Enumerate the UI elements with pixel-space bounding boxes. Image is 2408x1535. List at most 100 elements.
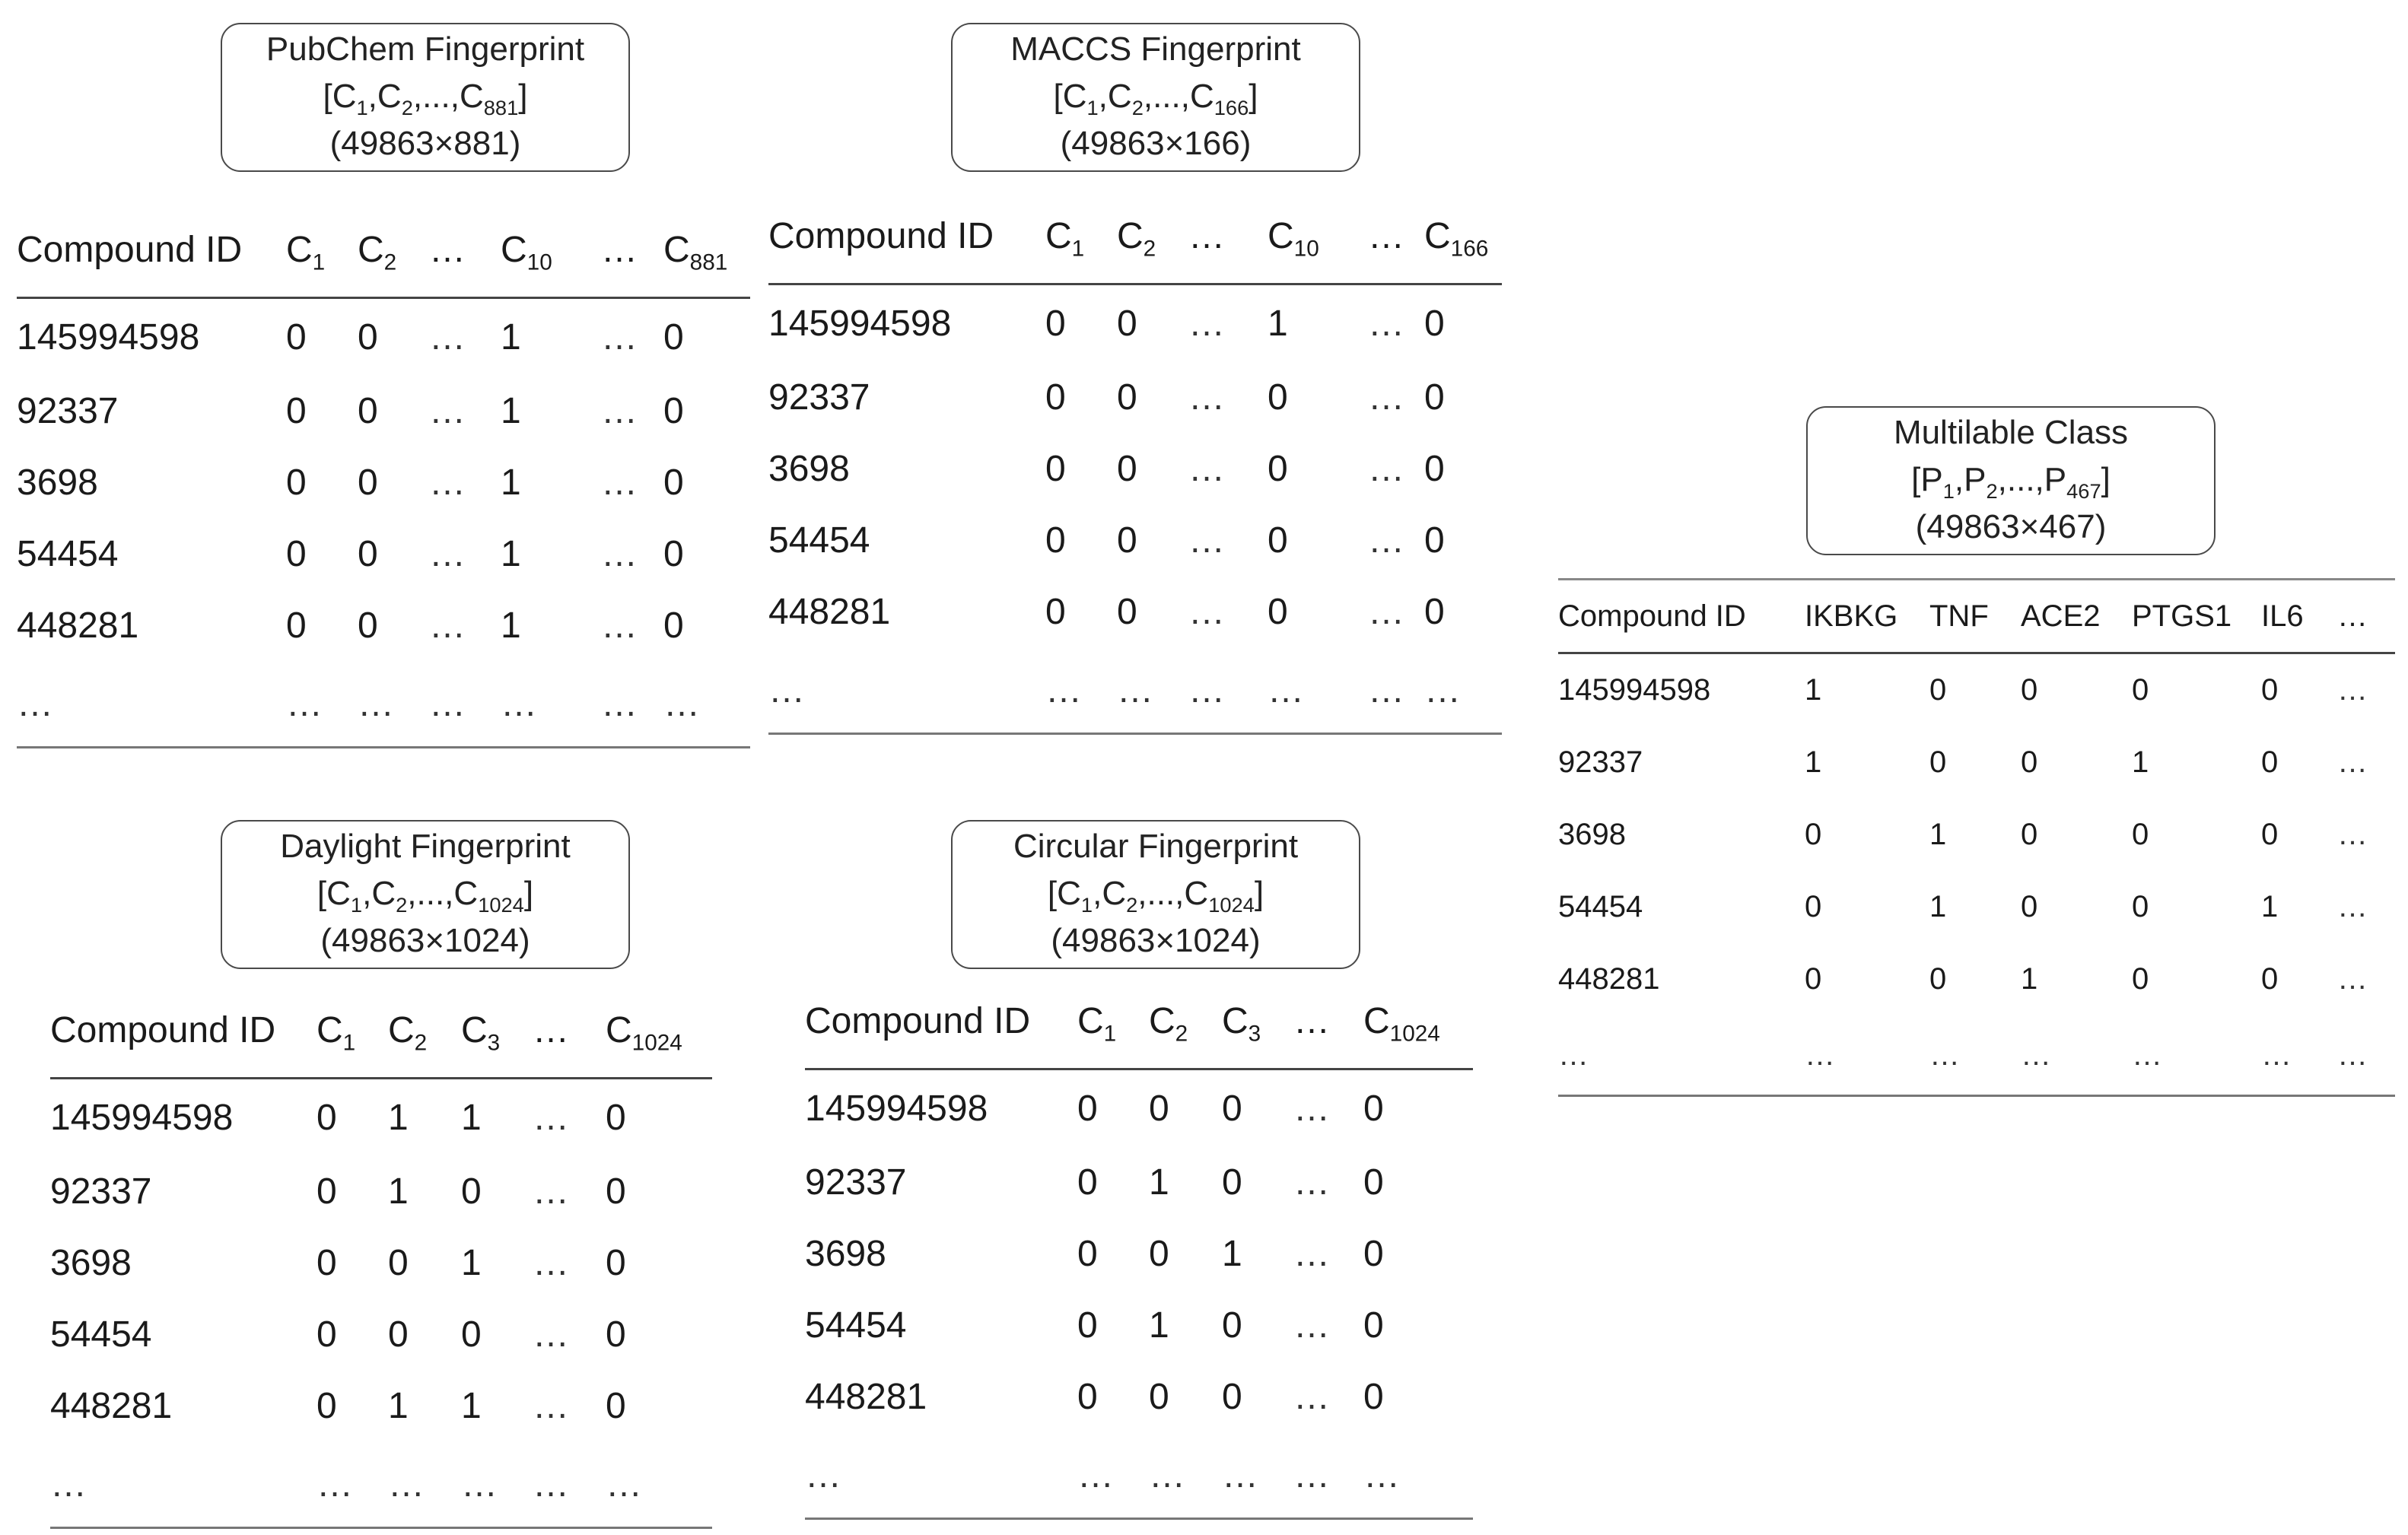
value-cell: … xyxy=(1188,591,1225,632)
value-cell: 0 xyxy=(1424,303,1445,344)
compound-id-cell: … xyxy=(50,1441,317,1529)
column-header: C10 xyxy=(501,202,601,299)
label-shape: (49863×467) xyxy=(1915,508,2107,545)
value-cell: … xyxy=(1363,1432,1473,1520)
value-cell: 1 xyxy=(1268,303,1288,344)
value-cell: … xyxy=(533,1171,569,1212)
column-header-compound-id: Compound ID xyxy=(50,983,317,1079)
value-cell: 1 xyxy=(461,1242,482,1283)
value-cell: … xyxy=(2021,1015,2132,1097)
value-cell: 1 xyxy=(461,1097,482,1138)
circular-label-box: Circular Fingerprint [C1,C2,...,C1024] (… xyxy=(951,820,1360,969)
value-cell: 0 xyxy=(1268,377,1288,418)
value-cell: 0 xyxy=(1424,448,1445,489)
value-cell: 0 xyxy=(1077,1305,1098,1346)
value-cell: … xyxy=(1188,520,1225,561)
value-cell: … xyxy=(429,661,501,748)
value-cell: 0 xyxy=(1268,520,1288,561)
value-cell: 1 xyxy=(1222,1233,1242,1274)
value-cell: 1 xyxy=(1805,673,1822,707)
column-header: C3 xyxy=(1222,974,1293,1070)
value-cell: … xyxy=(1268,647,1368,735)
value-cell: … xyxy=(388,1441,461,1529)
value-cell: 0 xyxy=(317,1242,337,1283)
value-cell: … xyxy=(1805,1015,1929,1097)
compound-id-cell: 145994598 xyxy=(50,1097,234,1138)
value-cell: … xyxy=(1188,303,1225,344)
value-cell: 0 xyxy=(1077,1233,1098,1274)
value-cell: 0 xyxy=(1363,1162,1384,1203)
compound-id-cell: 448281 xyxy=(768,591,891,632)
value-cell: 0 xyxy=(1077,1088,1098,1129)
value-cell: … xyxy=(1368,448,1404,489)
value-cell: … xyxy=(601,533,638,574)
compound-id-cell: … xyxy=(1558,1015,1805,1097)
label-vector: [C1,C2,...,C1024] xyxy=(317,875,534,917)
value-cell: … xyxy=(1149,1432,1222,1520)
value-cell: 0 xyxy=(1363,1233,1384,1274)
value-cell: … xyxy=(2337,745,2368,779)
value-cell: 1 xyxy=(501,316,521,358)
label-shape: (49863×1024) xyxy=(320,922,530,959)
compound-id-cell: 54454 xyxy=(805,1305,907,1346)
value-cell: 1 xyxy=(2261,890,2279,923)
maccs-label-box: MACCS Fingerprint [C1,C2,...,C166] (4986… xyxy=(951,23,1360,172)
value-cell: 0 xyxy=(461,1171,482,1212)
column-header-compound-id: Compound ID xyxy=(17,202,286,299)
multilabel-label-box: Multilable Class [P1,P2,...,P467] (49863… xyxy=(1806,406,2216,555)
compound-id-cell: 54454 xyxy=(17,533,119,574)
value-cell: 0 xyxy=(1268,448,1288,489)
value-cell: 0 xyxy=(1222,1088,1242,1129)
value-cell: … xyxy=(429,390,466,431)
label-shape: (49863×166) xyxy=(1060,125,1252,162)
value-cell: 0 xyxy=(286,605,307,646)
value-cell: 0 xyxy=(1222,1162,1242,1203)
value-cell: … xyxy=(2261,1015,2337,1097)
compound-id-cell: 92337 xyxy=(50,1171,152,1212)
value-cell: … xyxy=(1929,1015,2021,1097)
value-cell: … xyxy=(501,661,601,748)
value-cell: … xyxy=(2337,818,2368,851)
value-cell: … xyxy=(1293,1233,1330,1274)
value-cell: … xyxy=(533,1385,569,1426)
value-cell: … xyxy=(1188,647,1268,735)
value-cell: … xyxy=(601,390,638,431)
value-cell: … xyxy=(429,316,466,358)
value-cell: 0 xyxy=(2261,818,2279,851)
value-cell: … xyxy=(461,1441,533,1529)
value-cell: 0 xyxy=(1929,745,1947,779)
label-title: Daylight Fingerprint xyxy=(280,828,571,865)
value-cell: … xyxy=(601,462,638,503)
value-cell: 0 xyxy=(286,390,307,431)
value-cell: 0 xyxy=(606,1171,626,1212)
value-cell: 0 xyxy=(606,1314,626,1355)
value-cell: 1 xyxy=(1929,890,1947,923)
value-cell: … xyxy=(286,661,358,748)
value-cell: … xyxy=(601,605,638,646)
column-header: … xyxy=(601,202,663,299)
value-cell: 0 xyxy=(461,1314,482,1355)
compound-id-cell: 3698 xyxy=(50,1242,132,1283)
value-cell: … xyxy=(1368,591,1404,632)
value-cell: 0 xyxy=(1424,377,1445,418)
value-cell: … xyxy=(358,661,429,748)
value-cell: 0 xyxy=(388,1314,409,1355)
value-cell: 0 xyxy=(2021,745,2038,779)
value-cell: 0 xyxy=(663,390,684,431)
value-cell: … xyxy=(1293,1162,1330,1203)
value-cell: 0 xyxy=(1929,962,1947,996)
value-cell: 0 xyxy=(663,462,684,503)
value-cell: 0 xyxy=(1363,1376,1384,1417)
column-header: C1 xyxy=(286,202,358,299)
value-cell: 0 xyxy=(358,316,378,358)
